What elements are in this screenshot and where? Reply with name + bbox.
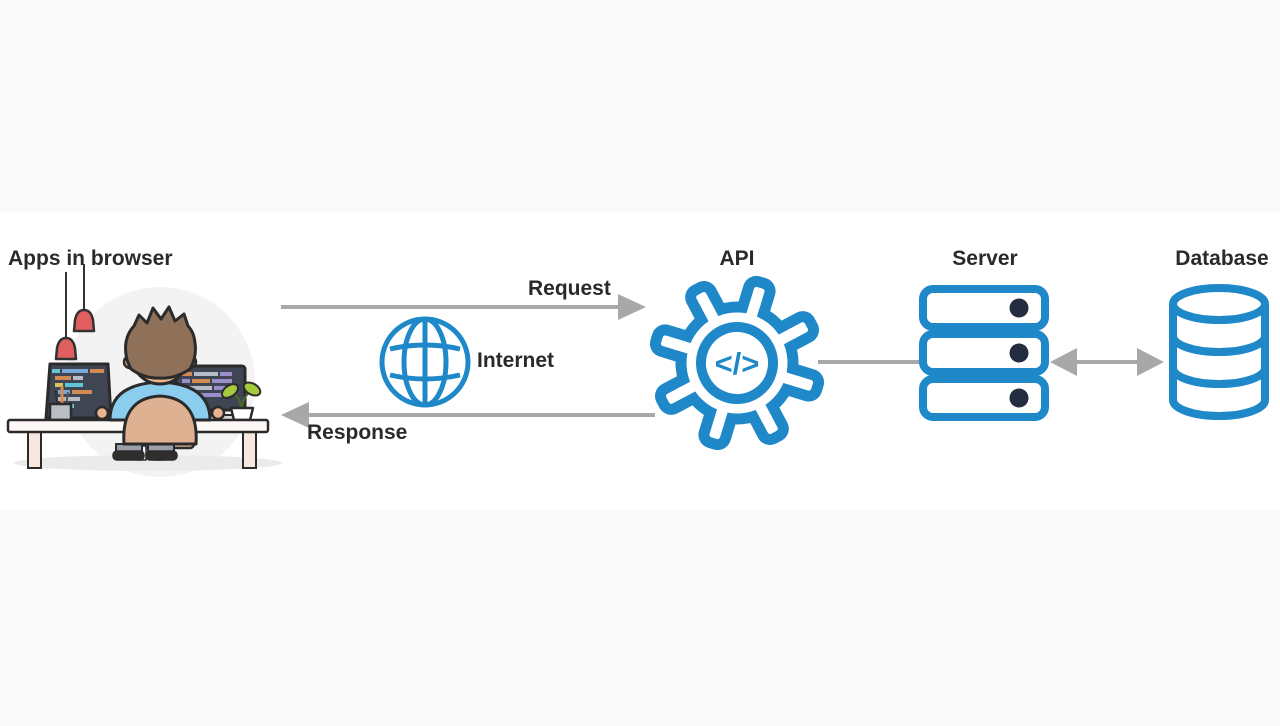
gear-code-icon: </> [650,276,824,450]
server-database-double-arrow [1050,348,1164,376]
hair [124,305,197,380]
api-label: API [719,247,755,270]
left-hand [94,405,110,421]
chair-backrest [122,394,198,446]
desk-legs [27,429,257,469]
response-label: Response [307,421,408,444]
server-stack-icon [919,285,1049,421]
globe-icon [379,316,471,408]
request-arrow [281,294,646,320]
server-label: Server [952,247,1018,270]
request-label: Request [528,277,611,300]
internet-label: Internet [477,349,555,372]
request-arrowhead-icon [618,294,646,320]
database-cylinder-icon [1169,284,1269,420]
right-hand [210,405,226,421]
left-arrowhead-icon [1050,348,1077,376]
response-arrow [281,402,655,428]
database-label: Database [1175,247,1269,270]
right-arrowhead-icon [1137,348,1164,376]
hanging-lamps-icon [54,264,96,361]
floor-shadow [14,455,282,471]
developer-person [94,305,226,446]
client-label: Apps in browser [8,247,173,270]
developer-workstation-illustration [6,264,282,477]
response-arrowhead-icon [281,402,309,428]
code-glyph: </> [715,346,760,381]
